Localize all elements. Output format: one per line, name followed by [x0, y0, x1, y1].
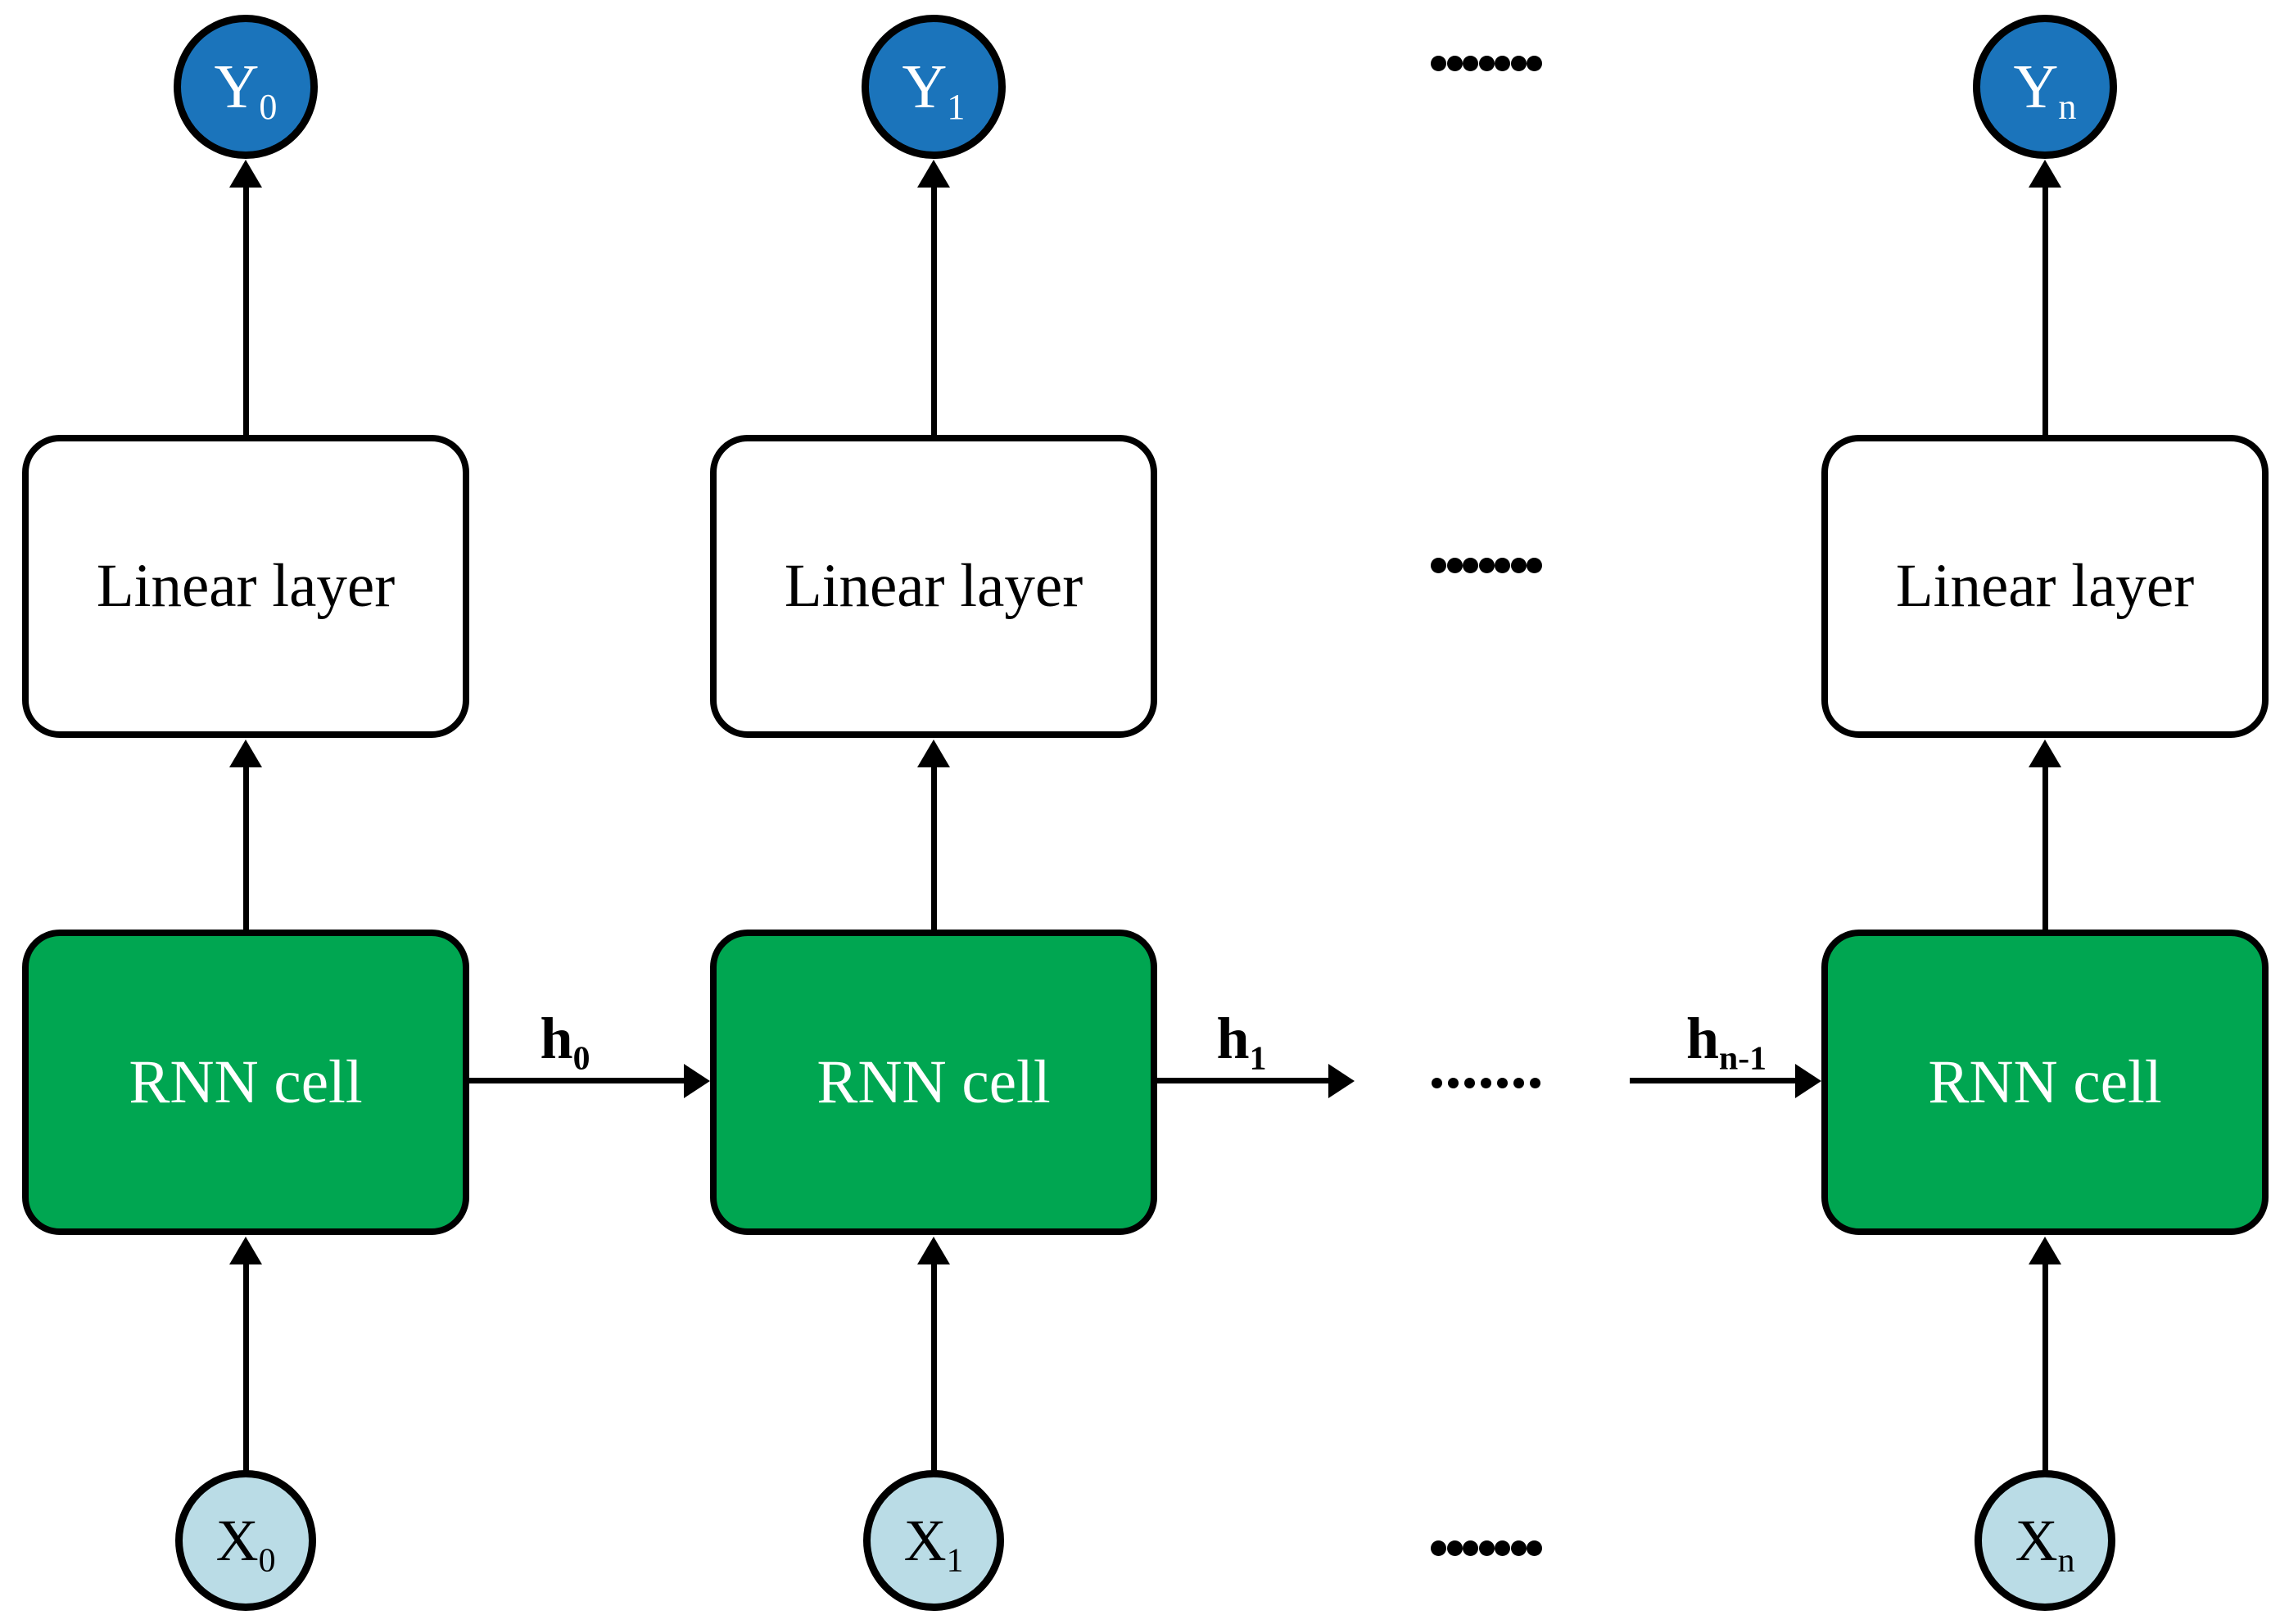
rnn-cell-box: RNN cell [710, 930, 1157, 1235]
dot [1446, 1540, 1463, 1556]
dot [1431, 56, 1446, 71]
rnn-cell-label: RNN cell [817, 1047, 1051, 1116]
dot [1513, 1078, 1524, 1088]
ellipsis-dots-input-row [1431, 1540, 1542, 1556]
dot [1510, 56, 1527, 71]
dot [1530, 1078, 1540, 1088]
hidden-state-label-h0: h0 [540, 1006, 590, 1078]
ellipsis-dots-linear-row [1431, 558, 1542, 573]
rnn-cell-box: RNN cell [22, 930, 469, 1235]
dot [1495, 558, 1510, 573]
dot [1463, 558, 1478, 573]
dot [1527, 558, 1542, 573]
input-node: Xn [1975, 1470, 2115, 1611]
arrow-linear-to-output [229, 160, 262, 437]
dot [1432, 1078, 1442, 1088]
timestep-column-n: Yn Linear layer RNN cell Xn [1821, 0, 2269, 1624]
dot [1478, 1540, 1495, 1556]
input-node-label: X0 [215, 1507, 276, 1579]
hidden-state-label-hn-1: hn-1 [1685, 1006, 1767, 1078]
arrow-input-to-rnn [917, 1237, 950, 1472]
dot [1478, 558, 1495, 573]
arrow-rnn-to-linear [917, 740, 950, 931]
hidden-state-arrow-hn-1 [1630, 1063, 1821, 1098]
arrow-input-to-rnn [2029, 1237, 2061, 1472]
output-node-label: Y1 [902, 52, 966, 127]
dot [1446, 56, 1463, 71]
linear-layer-label: Linear layer [784, 552, 1083, 620]
rnn-cell-label: RNN cell [129, 1047, 363, 1116]
dot [1481, 1078, 1491, 1088]
output-node: Y0 [174, 15, 318, 159]
arrow-linear-to-output [2029, 160, 2061, 437]
dot [1510, 558, 1527, 573]
input-node-label: X1 [903, 1507, 964, 1579]
dot [1510, 1540, 1527, 1556]
dot [1431, 1540, 1446, 1556]
dot [1448, 1078, 1459, 1088]
output-node-label: Y0 [214, 52, 278, 127]
hidden-state-label-h1: h1 [1216, 1006, 1267, 1078]
arrow-rnn-to-linear [229, 740, 262, 931]
dot [1495, 56, 1510, 71]
dot [1527, 1540, 1542, 1556]
dot [1497, 1078, 1508, 1088]
input-node-label: Xn [2015, 1507, 2075, 1579]
input-node: X1 [863, 1470, 1004, 1611]
dot [1463, 56, 1478, 71]
dot [1495, 1540, 1510, 1556]
linear-layer-label: Linear layer [96, 552, 396, 620]
arrow-linear-to-output [917, 160, 950, 437]
linear-layer-box: Linear layer [710, 435, 1157, 738]
ellipsis-dots-output-row [1431, 56, 1542, 71]
arrow-rnn-to-linear [2029, 740, 2061, 931]
dot [1478, 56, 1495, 71]
arrow-input-to-rnn [229, 1237, 262, 1472]
ellipsis-dots-hidden-row [1432, 1078, 1540, 1088]
linear-layer-box: Linear layer [1821, 435, 2269, 738]
output-node-label: Yn [2013, 52, 2077, 127]
timestep-column-0: Y0 Linear layer RNN cell X0 [22, 0, 469, 1624]
dot [1527, 56, 1542, 71]
dot [1463, 1540, 1478, 1556]
dot [1464, 1078, 1475, 1088]
rnn-cell-box: RNN cell [1821, 930, 2269, 1235]
timestep-column-1: Y1 Linear layer RNN cell X1 [710, 0, 1157, 1624]
linear-layer-label: Linear layer [1895, 552, 2195, 620]
output-node: Yn [1973, 15, 2117, 159]
input-node: X0 [175, 1470, 316, 1611]
hidden-state-arrow-h1 [1157, 1063, 1355, 1098]
output-node: Y1 [862, 15, 1006, 159]
linear-layer-box: Linear layer [22, 435, 469, 738]
hidden-state-arrow-h0 [468, 1063, 710, 1098]
rnn-cell-label: RNN cell [1928, 1047, 2162, 1116]
dot [1446, 558, 1463, 573]
dot [1431, 558, 1446, 573]
